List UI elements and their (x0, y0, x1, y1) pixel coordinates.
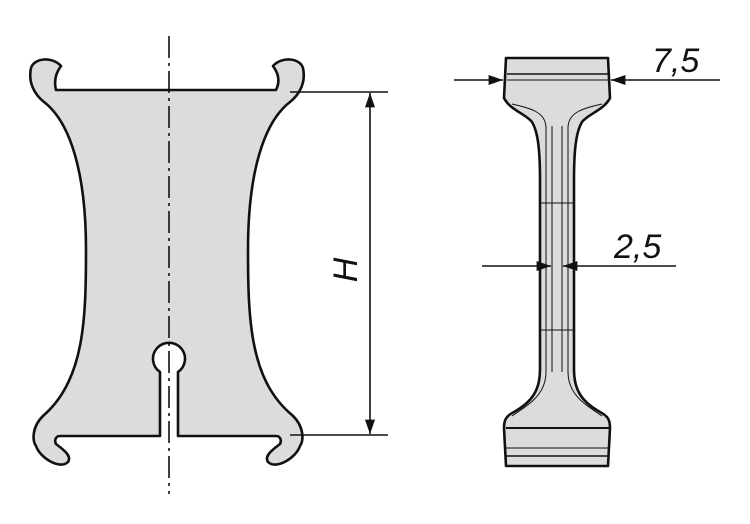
web-thickness-dimension: 2,5 (482, 228, 676, 272)
web-fillet-bottom (511, 371, 603, 417)
side-view-outline (502, 56, 612, 468)
height-label: H (327, 257, 365, 282)
side-view (502, 56, 612, 468)
web-thickness-label: 2,5 (613, 228, 661, 266)
front-view-outline (28, 58, 306, 466)
outer-thickness-dimension: 7,5 (454, 42, 720, 86)
front-view (28, 36, 306, 494)
outer-thickness-label: 7,5 (652, 42, 699, 80)
height-dimension: H (290, 91, 388, 436)
web-fillet-top (511, 103, 603, 129)
